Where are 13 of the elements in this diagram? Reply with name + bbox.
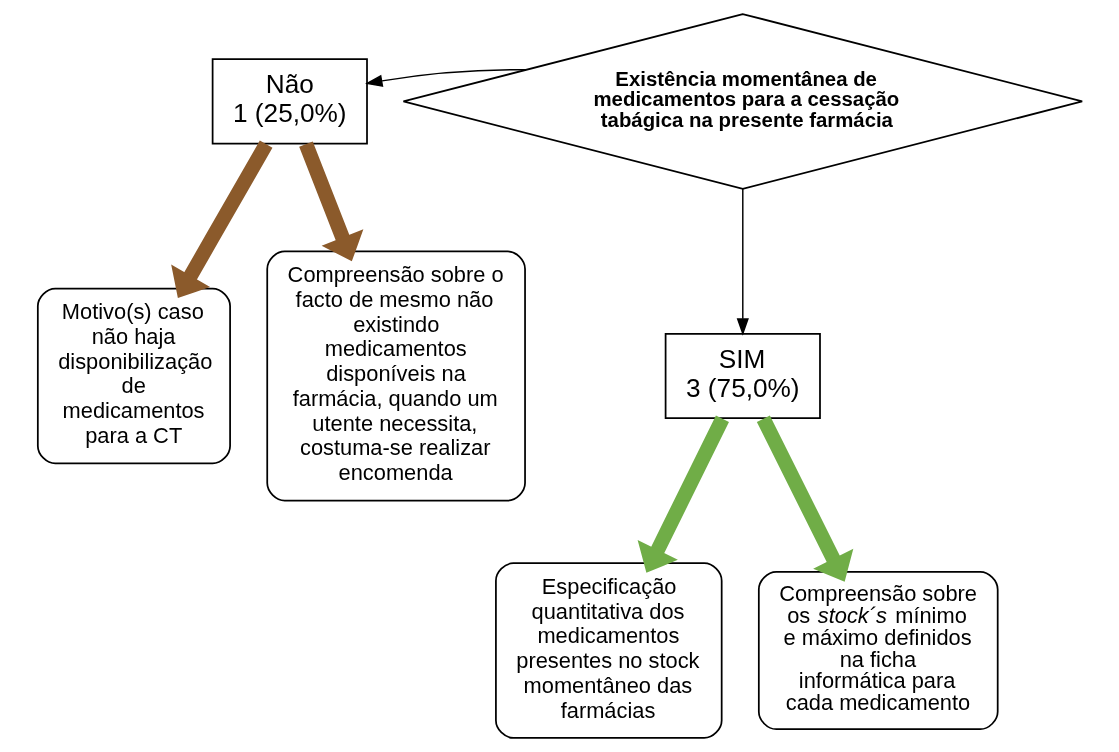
arrow [170, 140, 272, 298]
arrow [298, 141, 363, 262]
arrow [736, 188, 749, 336]
node-box: Compreensão sobre os stock´s mínimo e máximo definidos na ficha informática para cada medicamento [757, 571, 999, 731]
node-box: Não 1 (25,0%) [211, 58, 368, 145]
node-box: Motivo(s) caso não haja disponibilização de medicamentos para a CT [36, 287, 231, 465]
arrow [637, 415, 729, 573]
node-box: SIM 3 (75,0%) [664, 332, 821, 420]
node-box: Compreensão sobre o facto de mesmo não existindo medicamentos disponíveis na farmácia, quando um utente necessita, costuma-se realizar encomenda [265, 250, 526, 502]
node-box: Especificação quantitativa dos medicamentos presentes no stock momentâneo das farmácias [494, 562, 723, 739]
node-diamond: Existência momentânea de medicamentos para a cessação tabágica na presente farmácia [402, 13, 1083, 190]
arrow [756, 415, 853, 582]
arrow [364, 69, 527, 87]
